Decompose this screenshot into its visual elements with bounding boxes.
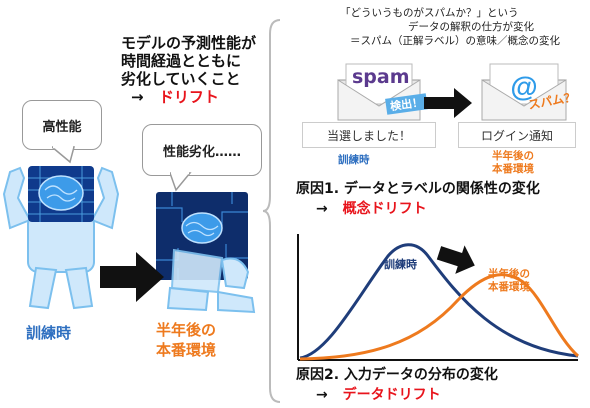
bubble-tail-icon <box>52 146 75 164</box>
drift-definition-line-1: モデルの予測性能が <box>121 34 257 52</box>
concept-note-line-2: データの解釈の仕方が変化 <box>408 21 534 33</box>
brace-icon <box>262 19 281 403</box>
bubble-tail-icon <box>170 172 192 192</box>
caption-production: 半年後の 本番環境 <box>492 150 534 176</box>
production-example-box: ログイン通知 <box>458 122 576 148</box>
label-training-time: 訓練時 <box>26 322 71 343</box>
concept-note-line-1: 「どういうものがスパムか？」という <box>340 7 519 19</box>
curve-label-production-line-1: 半年後の <box>488 268 530 280</box>
cause-2: 原因2. 入力データの分布の変化 → データドリフト <box>296 366 498 404</box>
curve-label-training: 訓練時 <box>384 256 417 272</box>
cause-1: 原因1. データとラベルの関係性の変化 → 概念ドリフト <box>296 180 540 218</box>
caption-training-text: 訓練時 <box>338 154 370 166</box>
arrow-right-icon <box>424 88 472 118</box>
cause-2-arrow: → <box>316 387 328 403</box>
caption-production-line-1: 半年後の <box>492 150 534 162</box>
drift-term: ドリフト <box>158 88 219 106</box>
cause-2-term: データドリフト <box>342 387 441 403</box>
concept-note-line-3: ＝スパム（正解ラベル）の意味／概念の変化 <box>350 35 560 47</box>
high-performance-bubble: 高性能 <box>22 100 102 150</box>
drift-definition: モデルの予測性能が 時間経過とともに 劣化していくこと → ドリフト <box>121 34 256 106</box>
production-example-text: ログイン通知 <box>480 128 553 143</box>
curve-label-training-text: 訓練時 <box>384 258 417 271</box>
high-performance-text: 高性能 <box>42 119 82 135</box>
drift-definition-line-3: 劣化していくこと <box>121 70 241 88</box>
cause-1-title: 原因1. データとラベルの関係性の変化 <box>296 181 540 197</box>
robot-trained-icon <box>2 166 120 310</box>
cause-1-arrow: → <box>316 201 328 217</box>
drift-arrow: → <box>131 88 144 106</box>
cause-1-term-row: → 概念ドリフト <box>296 200 540 218</box>
drift-definition-line-2: 時間経過とともに <box>121 52 242 70</box>
degraded-performance-bubble: 性能劣化…… <box>142 124 262 176</box>
cause-2-term-row: → データドリフト <box>296 386 498 404</box>
production-distribution-curve <box>299 273 580 361</box>
spam-word-text: spam <box>352 66 410 88</box>
arrow-right-icon <box>100 252 164 302</box>
arrow-right-icon <box>436 245 475 274</box>
degraded-performance-text: 性能劣化…… <box>162 144 241 160</box>
envelope-at-icon: @ <box>481 63 567 121</box>
spam-word: spam <box>352 66 410 88</box>
training-example-box: 当選しました！ <box>302 122 436 148</box>
svg-text:@: @ <box>510 71 537 102</box>
caption-production-line-2: 本番環境 <box>492 163 534 175</box>
label-production: 半年後の 本番環境 <box>156 320 216 360</box>
caption-training: 訓練時 <box>338 152 370 167</box>
curve-label-production: 半年後の 本番環境 <box>488 268 530 294</box>
label-production-line-2: 本番環境 <box>156 341 217 359</box>
cause-2-title: 原因2. 入力データの分布の変化 <box>296 367 498 383</box>
robot-degraded-icon <box>156 192 256 314</box>
label-training-time-text: 訓練時 <box>26 324 72 342</box>
training-distribution-curve <box>299 243 579 360</box>
label-production-line-1: 半年後の <box>156 321 217 339</box>
curve-label-production-line-2: 本番環境 <box>488 281 530 293</box>
drift-term-row: → ドリフト <box>121 88 256 106</box>
training-example-text: 当選しました！ <box>326 128 411 143</box>
cause-1-term: 概念ドリフト <box>342 201 427 217</box>
concept-note: 「どういうものがスパムか？」という データの解釈の仕方が変化 ＝スパム（正解ラベ… <box>338 6 588 48</box>
distribution-plot <box>297 234 580 361</box>
